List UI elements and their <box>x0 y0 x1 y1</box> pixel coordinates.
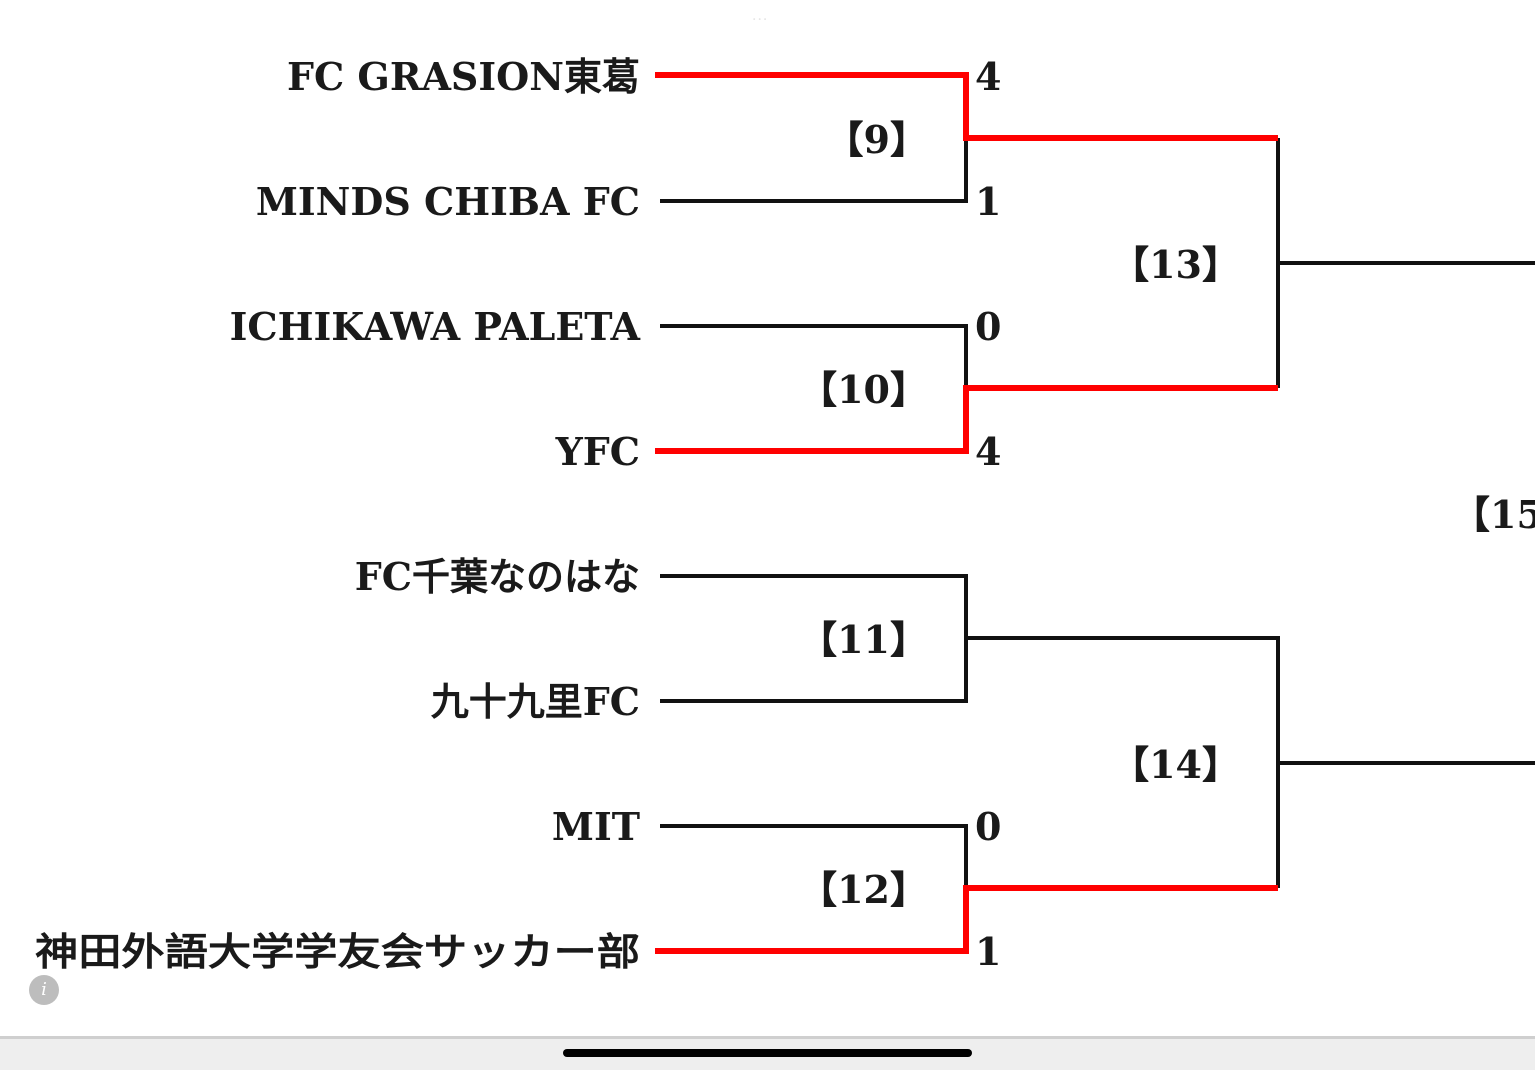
match-label: 【11】 <box>799 617 928 662</box>
score: 0 <box>975 304 1001 349</box>
match-label: 【13】 <box>1111 242 1240 287</box>
team-name: FC GRASION東葛 <box>287 54 640 99</box>
line-team-7 <box>660 824 968 888</box>
info-icon[interactable]: i <box>29 975 59 1005</box>
match-label: 【9】 <box>826 117 928 162</box>
score: 1 <box>975 179 1001 224</box>
bracket-lines <box>655 72 1535 954</box>
home-indicator[interactable] <box>563 1049 972 1057</box>
team-name: ICHIKAWA PALETA <box>230 304 641 349</box>
score: 0 <box>975 804 1001 849</box>
winner-line-team-1 <box>655 72 1278 141</box>
team-name: MINDS CHIBA FC <box>256 179 640 224</box>
match-label: 【14】 <box>1111 742 1240 787</box>
team-name: FC千葉なのはな <box>355 554 640 599</box>
score: 4 <box>975 54 1001 99</box>
team-name: 九十九里FC <box>431 679 640 724</box>
match-label: 【15】 <box>1452 492 1535 537</box>
winner-line-team-8 <box>655 885 1278 954</box>
score: 4 <box>975 429 1001 474</box>
drag-handle-dots: ··· <box>752 12 769 28</box>
line-team-3 <box>660 324 968 388</box>
team-name: MIT <box>552 804 640 849</box>
match-label: 【10】 <box>799 367 928 412</box>
line-team-2 <box>660 138 968 203</box>
score: 1 <box>975 929 1001 974</box>
winner-line-team-4 <box>655 385 1278 454</box>
team-name: 神田外語大学学友会サッカー部 <box>35 929 640 974</box>
line-match-11-out <box>966 636 1280 888</box>
team-name: YFC <box>555 429 640 474</box>
match-label: 【12】 <box>799 867 928 912</box>
